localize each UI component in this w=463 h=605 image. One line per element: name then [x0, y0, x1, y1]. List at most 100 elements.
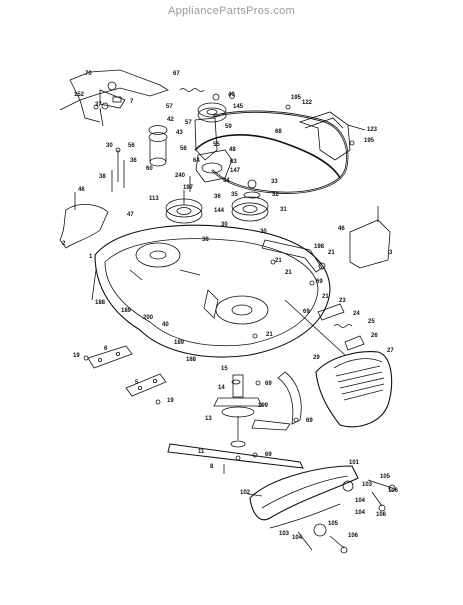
part-callout: 104: [292, 535, 303, 541]
part-callout: 69: [306, 418, 313, 424]
part-callout: 104: [355, 510, 366, 516]
part-callout: 43: [176, 130, 183, 136]
part-callout: 101: [349, 460, 360, 466]
part-callout: 21: [328, 250, 335, 256]
tension-spring: [179, 88, 205, 92]
part-callout: 11: [198, 449, 205, 455]
part-callout: 197: [183, 185, 194, 191]
part-callout: 60: [146, 166, 153, 172]
part-callout: 15: [221, 366, 228, 372]
part-callout: 5: [135, 380, 139, 386]
hardware-nuts-bolts: [83, 93, 355, 458]
part-callout: 103: [279, 531, 290, 537]
mower-blade: [167, 443, 304, 474]
part-callout: 37: [95, 102, 102, 108]
part-callout: 31: [280, 207, 287, 213]
part-callout: 145: [233, 104, 244, 110]
part-callout: 24: [353, 311, 360, 317]
part-callout: 189: [174, 340, 185, 346]
idler-pulley-small: [148, 125, 168, 167]
right-belt-shield: [349, 206, 391, 269]
part-callout: 38: [202, 237, 209, 243]
part-callout: 69: [303, 309, 310, 315]
part-callout: 21: [266, 332, 273, 338]
part-callout: 69: [316, 279, 323, 285]
part-callout: 122: [302, 100, 313, 106]
idler-arm-assembly: [59, 69, 169, 127]
part-callout: 27: [387, 348, 394, 354]
part-callout: 29: [313, 355, 320, 361]
part-callout: 200: [143, 315, 154, 321]
part-callout: 6: [104, 346, 108, 352]
part-callout: 152: [74, 92, 85, 98]
part-callout: 67: [173, 71, 180, 77]
part-callout: 21: [322, 294, 329, 300]
part-callout: 188: [95, 300, 106, 306]
part-callout: 106: [388, 488, 399, 494]
part-callout: 25: [368, 319, 375, 325]
part-callout: 48: [229, 147, 236, 153]
part-callout: 106: [376, 512, 387, 518]
part-callout: 195: [291, 95, 302, 101]
part-callout: 70: [85, 71, 92, 77]
idler-pulley-145: [197, 93, 227, 123]
part-callout: 26: [371, 333, 378, 339]
part-callout: 105: [380, 474, 391, 480]
part-callout: 42: [167, 117, 174, 123]
part-callout: 147: [230, 168, 241, 174]
part-callout: 35: [231, 192, 238, 198]
part-callout: 40: [162, 322, 169, 328]
part-callout: 63: [230, 159, 237, 165]
part-callout: 56: [180, 146, 187, 152]
part-callout: 13: [205, 416, 212, 422]
part-callout: 14: [218, 385, 225, 391]
part-callout: 103: [362, 482, 373, 488]
part-callout: 30: [106, 143, 113, 149]
part-callout: 21: [275, 258, 282, 264]
belt-guide-bracket: [298, 111, 366, 161]
drive-belt: [194, 110, 349, 194]
part-callout: 19: [167, 398, 174, 404]
part-callout: 21: [285, 270, 292, 276]
part-callout: 105: [328, 521, 339, 527]
part-callout: 69: [265, 381, 272, 387]
deck-baffle: [251, 371, 302, 431]
bolts-left: [111, 147, 125, 192]
part-callout: 34: [223, 178, 230, 184]
part-callout: 59: [225, 124, 232, 130]
part-callout: 57: [166, 104, 173, 110]
mower-deck: [91, 224, 331, 358]
watermark: AppliancePartsPros.com: [167, 5, 296, 17]
part-callout: 7: [130, 99, 134, 105]
deflector-mount-parts: [317, 303, 365, 351]
deck-hanger-brackets: [87, 345, 167, 397]
part-callout: 36: [130, 158, 137, 164]
part-callout: 240: [175, 173, 186, 179]
part-callout: 56: [128, 143, 135, 149]
part-callout: 1: [89, 254, 93, 260]
part-callout: 55: [213, 142, 220, 148]
part-callout: 46: [78, 187, 85, 193]
spindle-pulley-right: [231, 179, 269, 222]
part-callout: 102: [240, 490, 251, 496]
part-callout: 198: [314, 244, 325, 250]
part-callout: 106: [348, 533, 359, 539]
part-callout: 189: [121, 308, 132, 314]
part-callout: 69: [265, 452, 272, 458]
discharge-chute: [315, 351, 393, 428]
part-callout: 2: [62, 241, 66, 247]
spindle-pulley-left: [165, 190, 203, 224]
part-callout: 199: [258, 403, 269, 409]
part-callout: 19: [73, 353, 80, 359]
part-callout: 23: [339, 298, 346, 304]
part-callout: 8: [210, 464, 214, 470]
deck-link-rod: [261, 239, 346, 356]
idler-bracket-assembly: [189, 117, 233, 192]
part-callout: 57: [185, 120, 192, 126]
part-callout: 64: [193, 158, 200, 164]
part-callout: 144: [214, 208, 225, 214]
part-callout: 3: [389, 250, 393, 256]
part-callout: 30: [260, 229, 267, 235]
